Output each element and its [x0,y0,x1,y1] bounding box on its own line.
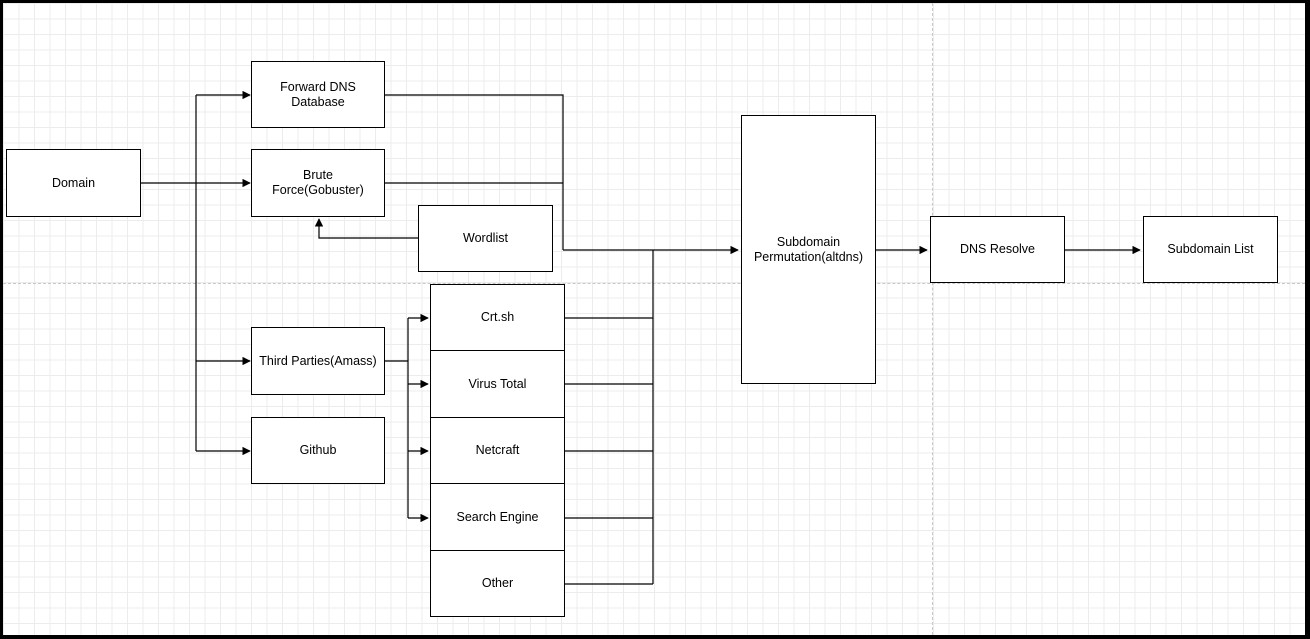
crtsh-label: Crt.sh [480,310,515,324]
virus-total-label: Virus Total [468,376,527,391]
subdomain-list-label: Subdomain List [1167,242,1254,256]
third-parties-node[interactable]: Third Parties(Amass) [251,327,385,395]
brute-force-label: Brute Force(Gobuster) [272,168,364,197]
page-divider-vertical [932,3,933,635]
search-engine-node[interactable]: Search Engine [430,483,565,551]
diagram-canvas: Domain Forward DNS Database Brute Force(… [3,3,1305,635]
other-node[interactable]: Other [430,550,565,617]
domain-label: Domain [51,175,96,190]
forward-dns-node[interactable]: Forward DNS Database [251,61,385,128]
dns-resolve-node[interactable]: DNS Resolve [930,216,1065,283]
third-parties-label: Third Parties(Amass) [259,353,377,368]
brute-force-node[interactable]: Brute Force(Gobuster) [251,149,385,217]
subdomain-permutation-label: Subdomain Permutation(altdns) [753,234,864,264]
other-label: Other [481,576,514,590]
edge-forward-dns-out [385,94,564,250]
wordlist-label: Wordlist [463,231,508,245]
netcraft-label: Netcraft [475,443,520,457]
subdomain-permutation-node[interactable]: Subdomain Permutation(altdns) [741,115,876,384]
search-engine-label: Search Engine [456,509,539,524]
crtsh-node[interactable]: Crt.sh [430,284,565,351]
connector-layer [141,90,1141,585]
page-divider-horizontal [3,283,1305,284]
edge-wordlist-to-brute-force [314,218,418,239]
wordlist-node[interactable]: Wordlist [418,205,553,272]
domain-node[interactable]: Domain [6,149,141,217]
forward-dns-label: Forward DNS Database [280,79,356,109]
github-label: Github [299,443,337,457]
dns-resolve-label: DNS Resolve [959,242,1036,256]
github-node[interactable]: Github [251,417,385,484]
netcraft-node[interactable]: Netcraft [430,417,565,484]
subdomain-list-node[interactable]: Subdomain List [1143,216,1278,283]
virus-total-node[interactable]: Virus Total [430,350,565,418]
